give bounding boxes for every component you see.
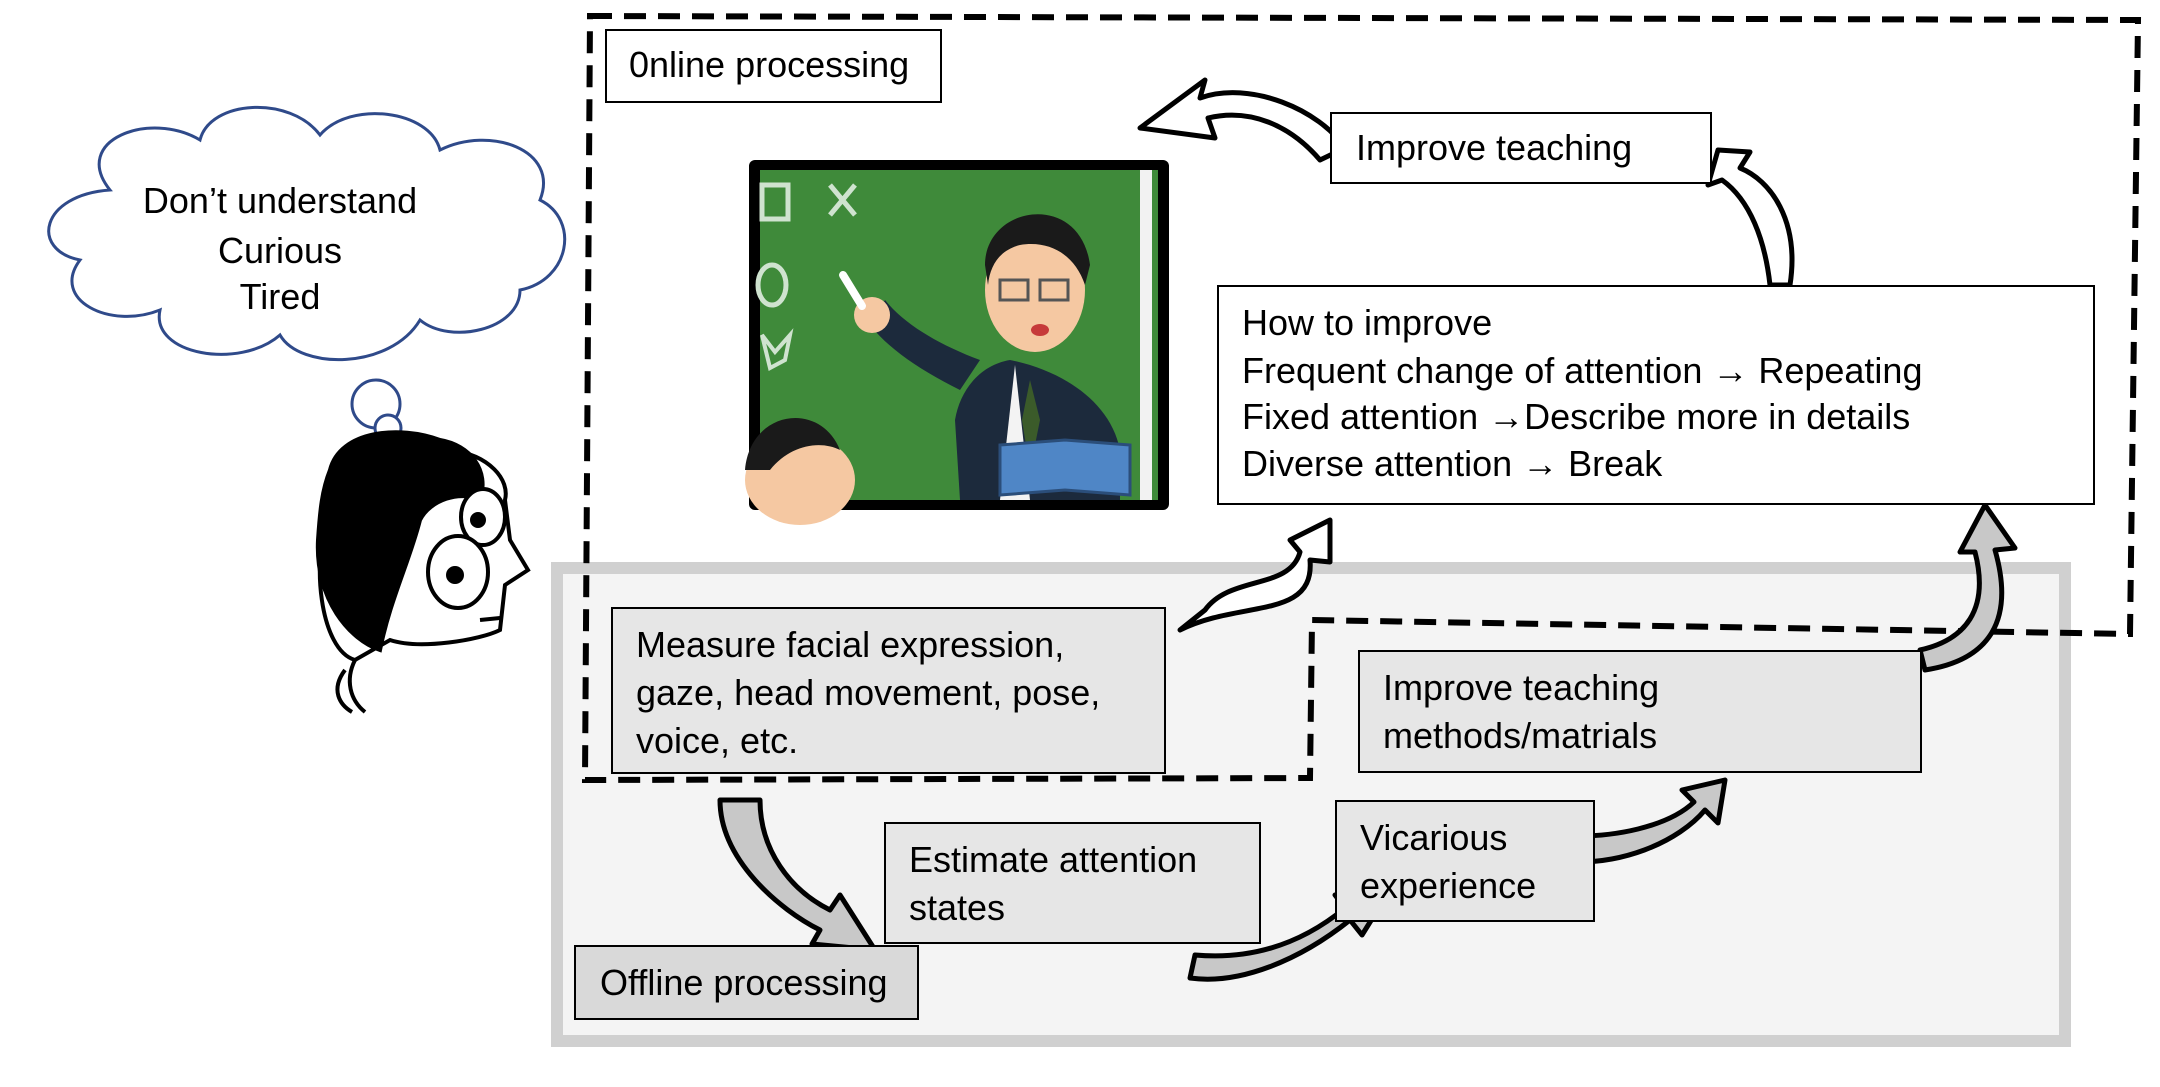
improve-methods-line-1: Improve teaching	[1383, 667, 1660, 708]
offline-processing-label-box: Offline processing	[574, 945, 919, 1020]
arrow-measure-to-howto	[1177, 517, 1333, 633]
estimate-line-2: states	[909, 887, 1006, 928]
online-processing-label-box: 0nline processing	[605, 29, 942, 103]
cloud-line-2: Curious	[217, 230, 343, 271]
cloud-line-1: Don’t understand	[142, 180, 418, 221]
how-to-improve-line-fixed: Fixed attention →Describe more in detail…	[1242, 396, 1911, 437]
vicarious-box: Vicarious experience	[1335, 800, 1595, 922]
teacher-picture	[745, 160, 1169, 525]
vicarious-line-1: Vicarious	[1360, 817, 1508, 858]
student-head-icon	[315, 430, 531, 714]
online-dashed-region	[581, 12, 2142, 784]
estimate-box: Estimate attention states	[884, 822, 1261, 944]
improve-teaching-box: Improve teaching	[1330, 112, 1712, 184]
how-to-improve-title: How to improve	[1242, 302, 1493, 343]
how-to-improve-line-frequent: Frequent change of attention → Repeating	[1242, 350, 1923, 391]
measure-line-3: voice, etc.	[636, 720, 799, 761]
arrow-howto-to-improve	[1705, 147, 1795, 288]
measure-line-2: gaze, head movement, pose,	[636, 672, 1101, 713]
measure-line-1: Measure facial expression,	[636, 624, 1065, 665]
estimate-line-1: Estimate attention	[909, 839, 1198, 880]
arrow-methods-to-howto	[1917, 502, 2018, 673]
improve-methods-line-2: methods/matrials	[1383, 715, 1658, 756]
measure-box: Measure facial expression, gaze, head mo…	[611, 607, 1166, 774]
vicarious-line-2: experience	[1360, 865, 1537, 906]
improve-teaching-label: Improve teaching	[1356, 127, 1633, 168]
offline-processing-label: Offline processing	[600, 962, 888, 1003]
improve-methods-box: Improve teaching methods/matrials	[1358, 650, 1922, 773]
online-processing-label: 0nline processing	[629, 44, 910, 85]
how-to-improve-line-diverse: Diverse attention → Break	[1242, 443, 1663, 484]
how-to-improve-box: How to improve Frequent change of attent…	[1217, 285, 2095, 505]
arrow-improve-to-teacher	[1137, 77, 1348, 163]
cloud-line-3: Tired	[239, 276, 321, 317]
